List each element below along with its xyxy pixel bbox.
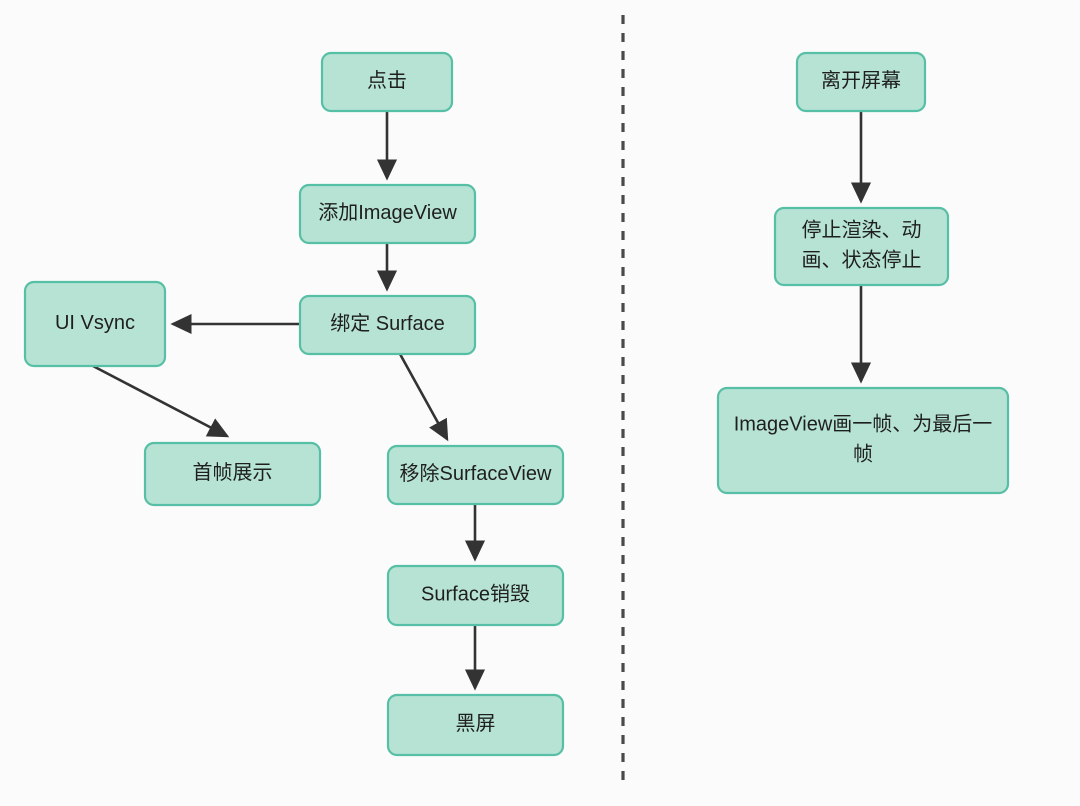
node-remove_sv[interactable]: 移除SurfaceView bbox=[386, 444, 565, 506]
node-leave_screen[interactable]: 离开屏幕 bbox=[795, 51, 927, 113]
node-shape-black_screen bbox=[386, 693, 565, 757]
edge-bind_surface-to-remove_sv bbox=[398, 353, 449, 442]
node-label-bind_surface: 绑定 Surface bbox=[330, 312, 444, 335]
node-label-surface_destroy: Surface销毁 bbox=[421, 583, 530, 606]
node-shape-last_frame bbox=[716, 386, 1010, 495]
node-shape-click bbox=[320, 51, 454, 113]
node-label-remove_sv: 移除SurfaceView bbox=[400, 462, 552, 485]
edges-layer bbox=[92, 111, 872, 691]
edge-ui_vsync-to-first_frame bbox=[92, 364, 230, 438]
node-last_frame[interactable]: ImageView画一帧、为最后一帧 bbox=[716, 386, 1010, 495]
node-shape-first_frame bbox=[143, 441, 322, 507]
node-shape-bind_surface bbox=[298, 294, 477, 356]
node-label-stop_render: 停止渲染、动画、状态停止 bbox=[802, 219, 922, 272]
node-shape-ui_vsync bbox=[23, 280, 167, 368]
node-stop_render[interactable]: 停止渲染、动画、状态停止 bbox=[773, 206, 950, 287]
node-ui_vsync[interactable]: UI Vsync bbox=[23, 280, 167, 368]
node-click[interactable]: 点击 bbox=[320, 51, 454, 113]
node-shape-remove_sv bbox=[386, 444, 565, 506]
node-shape-add_imageview bbox=[298, 183, 477, 245]
node-first_frame[interactable]: 首帧展示 bbox=[143, 441, 322, 507]
node-shape-stop_render bbox=[773, 206, 950, 287]
node-bind_surface[interactable]: 绑定 Surface bbox=[298, 294, 477, 356]
node-add_imageview[interactable]: 添加ImageView bbox=[298, 183, 477, 245]
node-shape-surface_destroy bbox=[386, 564, 565, 627]
node-shape-leave_screen bbox=[795, 51, 927, 113]
node-surface_destroy[interactable]: Surface销毁 bbox=[386, 564, 565, 627]
node-label-black_screen: 黑屏 bbox=[456, 713, 496, 735]
node-label-add_imageview: 添加ImageView bbox=[318, 201, 457, 224]
node-black_screen[interactable]: 黑屏 bbox=[386, 693, 565, 757]
node-label-first_frame: 首帧展示 bbox=[193, 461, 273, 484]
node-label-leave_screen: 离开屏幕 bbox=[821, 69, 901, 92]
node-label-click: 点击 bbox=[367, 69, 407, 92]
node-label-ui_vsync: UI Vsync bbox=[55, 312, 135, 334]
node-label-last_frame: ImageView画一帧、为最后一帧 bbox=[734, 413, 993, 466]
